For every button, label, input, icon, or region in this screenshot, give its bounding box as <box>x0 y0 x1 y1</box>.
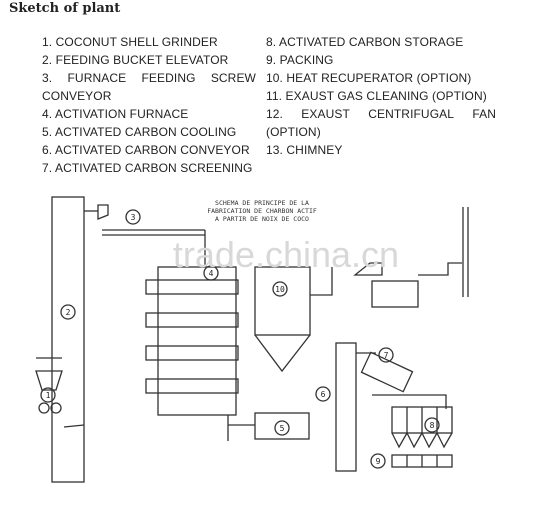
number-label: 3 <box>131 213 136 222</box>
number-label: 8 <box>430 421 435 430</box>
packing <box>391 454 453 468</box>
legend-word: FURNACE <box>67 71 127 85</box>
watermark: trade.china.cn <box>173 234 399 275</box>
caption-line: FABRICATION DE CHARBON ACTIF <box>207 207 317 215</box>
legend-item: 12. EXAUST CENTRIFUGAL FAN <box>266 105 496 123</box>
legend-item: 7. ACTIVATED CARBON SCREENING <box>42 161 253 175</box>
bucket-elevator <box>51 196 109 483</box>
number-label: 1 <box>46 391 51 400</box>
legend-item: 13. CHIMNEY <box>266 143 343 157</box>
page-title: Sketch of plant <box>9 1 121 16</box>
number-label: 7 <box>384 351 389 360</box>
diagram-numbers: 1 2 3 4 5 6 7 8 9 10 <box>46 213 435 466</box>
carbon-conveyor <box>335 342 376 472</box>
grinder <box>35 357 85 428</box>
number-label: 10 <box>275 285 285 294</box>
legend-item: 1. COCONUT SHELL GRINDER <box>42 35 218 49</box>
legend-item: 10. HEAT RECUPERATOR (OPTION) <box>266 71 472 85</box>
activation-furnace <box>145 266 255 441</box>
number-label: 6 <box>321 390 326 399</box>
legend-word: SCREW <box>210 71 256 85</box>
diagram-caption: SCHEMA DE PRINCIPE DE LA FABRICATION DE … <box>207 199 317 223</box>
legend-item: 3. FURNACE FEEDING SCREW <box>42 69 256 87</box>
number-circles <box>40 209 440 469</box>
legend-item: 6. ACTIVATED CARBON CONVEYOR <box>42 143 250 157</box>
caption-line: SCHEMA DE PRINCIPE DE LA <box>215 199 309 207</box>
legend-item: CONVEYOR <box>42 89 112 103</box>
legend-word: CENTRIFUGAL <box>368 107 455 121</box>
legend-word: 12. <box>266 107 283 121</box>
legend-left: 1. COCONUT SHELL GRINDER 2. FEEDING BUCK… <box>42 33 256 177</box>
caption-line: A PARTIR DE NOIX DE COCO <box>215 215 309 223</box>
heat-recuperator <box>254 266 333 373</box>
carbon-screening <box>360 351 447 409</box>
number-label: 9 <box>376 457 381 466</box>
legend-word: FEEDING <box>141 71 196 85</box>
legend-right: 8. ACTIVATED CARBON STORAGE 9. PACKING 1… <box>266 33 496 159</box>
legend-item: 9. PACKING <box>266 53 334 67</box>
carbon-storage <box>391 406 453 449</box>
number-label: 2 <box>66 308 71 317</box>
legend-word: EXAUST <box>301 107 350 121</box>
number-label: 4 <box>209 269 214 278</box>
legend-item: (OPTION) <box>266 125 321 139</box>
legend-item: 11. EXAUST GAS CLEANING (OPTION) <box>266 89 487 103</box>
plant-diagram: SCHEMA DE PRINCIPE DE LA FABRICATION DE … <box>35 196 469 483</box>
legend-word: 3. <box>42 71 53 85</box>
screw-conveyor <box>102 229 206 267</box>
legend-item: 8. ACTIVATED CARBON STORAGE <box>266 35 464 49</box>
legend-item: 4. ACTIVATION FURNACE <box>42 107 189 121</box>
gas-cleaning <box>353 207 469 308</box>
legend-item: 2. FEEDING BUCKET ELEVATOR <box>42 53 229 67</box>
legend-item: 5. ACTIVATED CARBON COOLING <box>42 125 237 139</box>
carbon-cooling <box>254 412 310 440</box>
number-label: 5 <box>280 424 285 433</box>
legend-word: FAN <box>472 107 496 121</box>
